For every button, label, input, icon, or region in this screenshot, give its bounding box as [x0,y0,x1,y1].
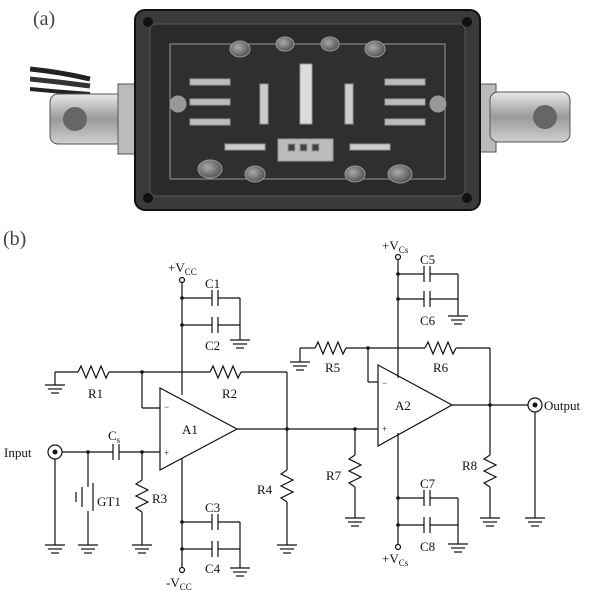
r6-label: R6 [433,360,449,375]
ground-input-row [45,544,152,554]
a1-minus-sign: − [164,402,169,412]
r1-label: R1 [88,386,103,401]
c5-label: C5 [420,252,435,267]
c4-label: C4 [205,561,221,576]
capacitor-c5: C5 [398,252,459,316]
a1-plus-sign: + [164,448,169,458]
resistor-r8: R8 [462,405,500,527]
ground-c1c2 [230,339,250,349]
ground-c5c6 [448,315,468,325]
ground-r1 [45,384,65,394]
r8-label: R8 [462,458,477,473]
panel-b-label: (b) [3,228,27,250]
a1-positive-supply: +VCC [168,260,197,395]
capacitor-c4: C4 [182,541,240,576]
c8-label: C8 [420,539,435,554]
r5-label: R5 [325,360,340,375]
c1-label: C1 [205,276,220,291]
cables-left [30,66,91,96]
sensor-gt1: GT1 [75,452,121,545]
c3-label: C3 [205,500,220,515]
output-label: Output [544,398,581,413]
output-terminal: Output [525,397,581,527]
a2-label: A2 [395,398,411,413]
a2-positive-supply: +VCs [382,238,409,378]
input-terminal: Input [4,444,113,545]
resistor-r3: R3 [134,452,167,545]
capacitor-c8: C8 [398,517,458,554]
device-photo [30,9,571,211]
resistor-r4: R4 [257,429,297,554]
resistor-r1: R1 [54,364,142,401]
opamp-a2: A2 − + [355,363,528,448]
capacitor-c7: C7 [398,476,459,544]
a2-negative-supply: +VCs [382,433,409,568]
r7-label: R7 [326,468,342,483]
a2-plus-sign: + [382,424,387,434]
ground-c7c8 [448,543,468,553]
resistor-r5: R5 [290,340,368,375]
r3-label: R3 [152,491,167,506]
vcc-pos-a2-label: +VCs [382,238,409,255]
capacitor-c3: C3 [182,500,241,568]
capacitor-c1: C1 [182,276,241,340]
circuit-board [169,36,447,184]
vcc-pos-a1-label: +VCC [168,260,197,277]
resistor-r2: R2 [141,364,288,430]
vcc-neg-a1-label: -VCC [166,575,192,591]
r2-label: R2 [222,386,237,401]
capacitor-cs: Cs [108,428,160,460]
a1-label: A1 [182,422,198,437]
junction-dots [86,272,492,551]
ground-c3c4 [230,567,250,577]
resistor-r7: R7 [326,429,365,527]
gt1-label: GT1 [97,494,121,509]
capacitor-c2: C2 [182,317,240,353]
bnc-connector-right [477,83,571,153]
vcc-neg-a2-label: +VCs [382,551,409,568]
c2-label: C2 [205,338,220,353]
panel-a-label: (a) [33,8,56,30]
a2-minus-sign: − [382,378,387,388]
c7-label: C7 [420,476,436,491]
input-label: Input [4,445,32,460]
cs-label: Cs [108,428,121,445]
circuit-schematic: +VCC C1 C2 R1 [4,238,581,591]
a1-negative-supply: -VCC [166,458,192,591]
bnc-connector-left [49,83,137,155]
capacitor-c6: C6 [398,291,458,328]
r4-label: R4 [257,482,273,497]
opamp-a1: A1 − + [159,387,355,471]
resistor-r6: R6 [367,340,491,405]
c6-label: C6 [420,313,436,328]
